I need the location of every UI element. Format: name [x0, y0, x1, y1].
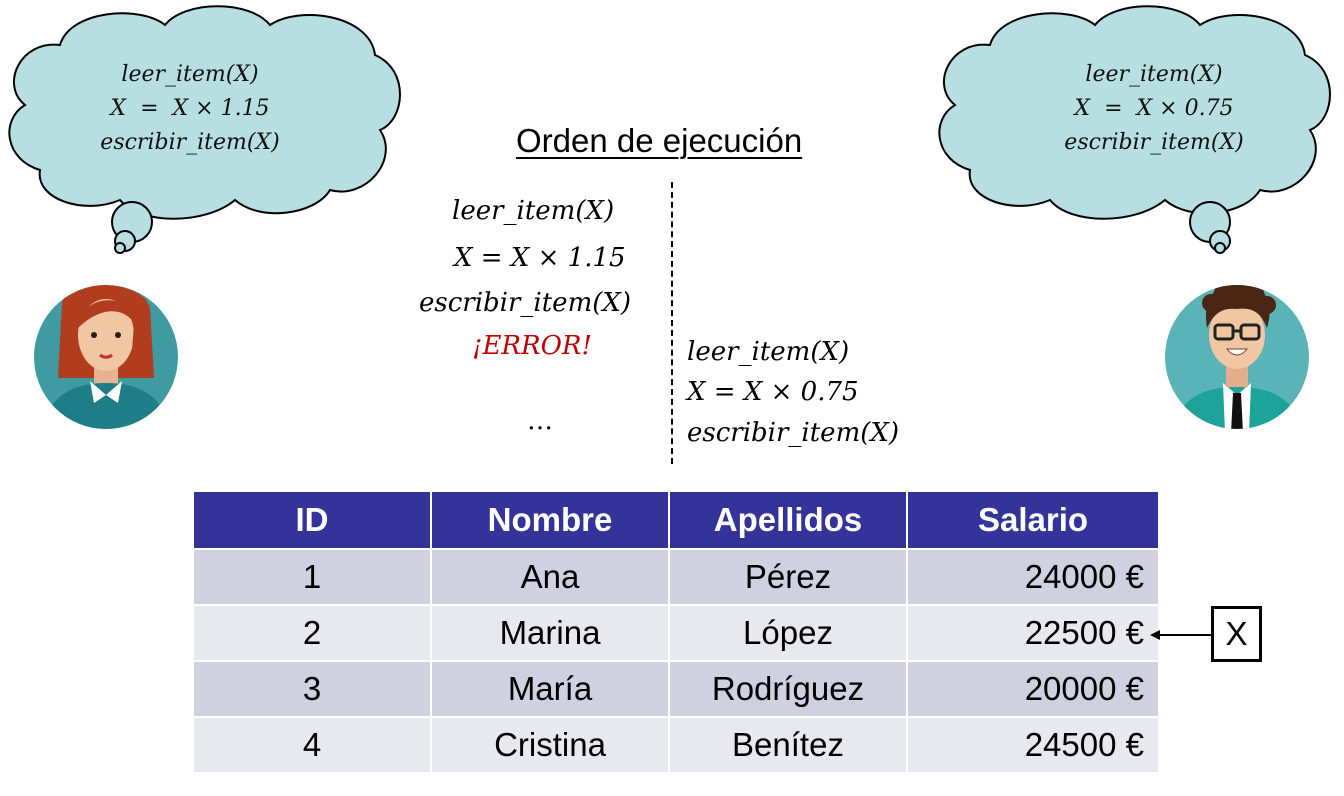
table-row: 4 Cristina Benítez 24500 €	[192, 716, 1160, 774]
table-row: 2 Marina López 22500 €	[192, 604, 1160, 662]
man-avatar	[1165, 285, 1309, 429]
cell-apellidos: Rodríguez	[668, 660, 908, 718]
table-row: 3 María Rodríguez 20000 €	[192, 660, 1160, 718]
right-step-compute: X = X × 0.75	[687, 377, 859, 407]
cell-id: 3	[192, 660, 432, 718]
cell-salario: 24000 €	[906, 548, 1160, 606]
execution-order-title: Orden de ejecución	[516, 122, 803, 159]
cell-nombre: Cristina	[430, 716, 670, 774]
right-cloud-text: leer_item(X) X = X × 0.75 escribir_item(…	[1024, 58, 1284, 160]
table-header-row: ID Nombre Apellidos Salario	[192, 490, 1160, 550]
right-step-read: leer_item(X)	[687, 337, 850, 367]
right-cloud-compute: X = X × 0.75	[1074, 96, 1234, 121]
x-variable-box: X	[1211, 606, 1262, 662]
cell-nombre: María	[430, 660, 670, 718]
cell-id: 4	[192, 716, 432, 774]
cell-nombre: Marina	[430, 604, 670, 662]
left-step-error: ¡ERROR!	[472, 331, 592, 361]
header-nombre: Nombre	[430, 490, 670, 550]
header-salario: Salario	[906, 490, 1160, 550]
cell-apellidos: López	[668, 604, 908, 662]
timeline-separator	[671, 182, 673, 464]
header-apellidos: Apellidos	[668, 490, 908, 550]
left-step-compute: X = X × 1.15	[454, 243, 626, 273]
left-cloud-text: leer_item(X) X = X × 1.15 escribir_item(…	[60, 58, 320, 160]
header-id: ID	[192, 490, 432, 550]
cell-salario: 22500 €	[906, 604, 1160, 662]
left-step-write: escribir_item(X)	[419, 288, 632, 318]
left-step-read: leer_item(X)	[452, 196, 615, 226]
cell-apellidos: Benítez	[668, 716, 908, 774]
employees-table: ID Nombre Apellidos Salario 1 Ana Pérez …	[192, 490, 1160, 774]
right-thought-cloud	[938, 5, 1331, 254]
cell-apellidos: Pérez	[668, 548, 908, 606]
table-row: 1 Ana Pérez 24000 €	[192, 548, 1160, 606]
woman-avatar	[34, 285, 178, 429]
left-cloud-compute: X = X × 1.15	[110, 96, 270, 121]
cell-id: 2	[192, 604, 432, 662]
left-step-ellipsis: …	[527, 406, 553, 436]
pointer-arrow	[1150, 630, 1212, 640]
right-cloud-read: leer_item(X)	[1085, 62, 1223, 87]
left-thought-cloud	[8, 5, 401, 254]
right-cloud-write: escribir_item(X)	[1064, 130, 1244, 155]
cell-salario: 24500 €	[906, 716, 1160, 774]
cell-salario: 20000 €	[906, 660, 1160, 718]
left-cloud-write: escribir_item(X)	[100, 130, 280, 155]
left-cloud-read: leer_item(X)	[121, 62, 259, 87]
cell-nombre: Ana	[430, 548, 670, 606]
cell-id: 1	[192, 548, 432, 606]
right-step-write: escribir_item(X)	[687, 418, 900, 448]
